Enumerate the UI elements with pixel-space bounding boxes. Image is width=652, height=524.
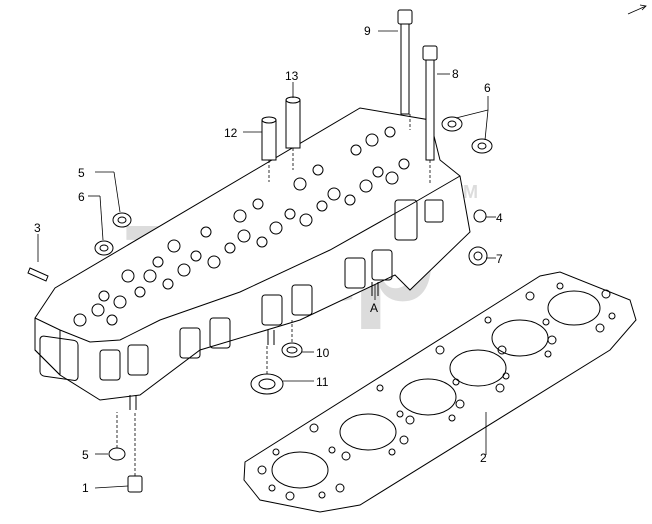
callout-11: 11: [316, 375, 329, 389]
callout-7: 7: [496, 252, 503, 266]
callout-12: 12: [224, 126, 238, 140]
plug-4: [473, 209, 487, 223]
deck-holes: [73, 126, 410, 327]
gasket-holes: [257, 282, 616, 501]
callout-6-top: 6: [484, 81, 491, 95]
bolt-9-head: [397, 9, 413, 25]
sleeve-12: [261, 119, 277, 161]
pin-3: [27, 267, 49, 282]
head-gasket: [243, 271, 637, 513]
seal-5-lower: [108, 447, 126, 461]
callout-8: 8: [452, 67, 459, 81]
callout-10: 10: [316, 346, 330, 360]
cylinder-head: [34, 107, 471, 410]
callout-6-left: 6: [78, 190, 85, 204]
plug-1: [127, 475, 143, 493]
bolt-8-shank: [425, 59, 435, 161]
callout-A: A: [370, 301, 378, 315]
callout-1: 1: [82, 481, 89, 495]
callout-2: 2: [480, 451, 487, 465]
bolt-8-head: [422, 45, 438, 61]
callout-3: 3: [34, 221, 41, 235]
fasteners: [27, 9, 493, 493]
leader-lines: [37, 30, 496, 489]
callout-4: 4: [496, 211, 503, 225]
bolt-9-shank: [400, 23, 410, 115]
callout-5-upper: 5: [78, 166, 85, 180]
callout-labels: 9 8 6 13 12 5 6 3 4 7 A 10 11 5 1 2: [34, 24, 503, 495]
callout-13: 13: [285, 69, 299, 83]
callout-5-lower: 5: [82, 448, 89, 462]
sleeve-13: [285, 99, 301, 149]
callout-9: 9: [364, 24, 371, 38]
direction-arrow: [627, 4, 647, 15]
